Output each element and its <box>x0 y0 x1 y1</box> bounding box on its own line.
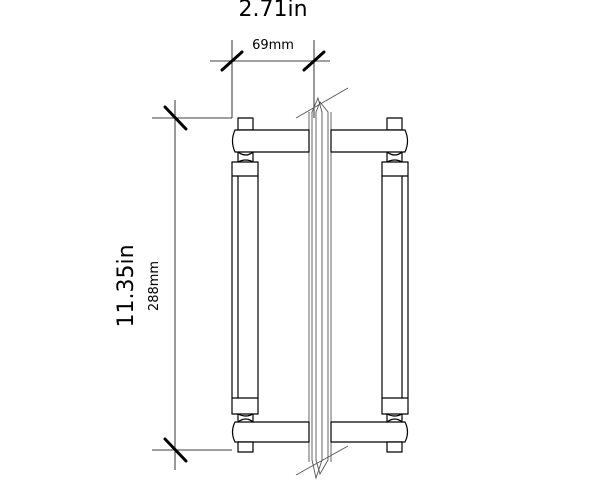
left-bottom-cap <box>237 441 254 453</box>
width-tick-right <box>302 50 326 72</box>
height-tick-bottom <box>163 437 188 463</box>
right-top-cap <box>386 117 403 131</box>
height-imperial-label: 11.35in <box>114 244 139 327</box>
width-tick-left <box>220 50 244 72</box>
right-bottom-mount <box>330 421 409 443</box>
glass-door-panel <box>295 87 349 480</box>
left-bottom-mount <box>231 421 310 443</box>
right-top-mount <box>330 129 409 153</box>
right-handle <box>330 117 409 453</box>
height-metric-label: 288mm <box>147 261 162 311</box>
left-bottom-connector <box>237 413 254 423</box>
width-dimension: 2.71in 69mm <box>210 0 330 118</box>
height-tick-top <box>163 105 188 131</box>
width-metric-label: 69mm <box>252 38 294 53</box>
right-grip-bar <box>381 161 409 415</box>
left-top-cap <box>237 117 254 131</box>
left-top-connector <box>237 151 254 163</box>
height-dimension: 11.35in 288mm <box>114 100 232 470</box>
left-grip-bar <box>231 161 259 415</box>
right-top-connector <box>386 151 403 163</box>
left-top-mount <box>231 129 310 153</box>
left-handle <box>231 117 310 453</box>
right-bottom-cap <box>386 441 403 453</box>
width-imperial-label: 2.71in <box>238 0 307 22</box>
right-bottom-connector <box>386 413 403 423</box>
